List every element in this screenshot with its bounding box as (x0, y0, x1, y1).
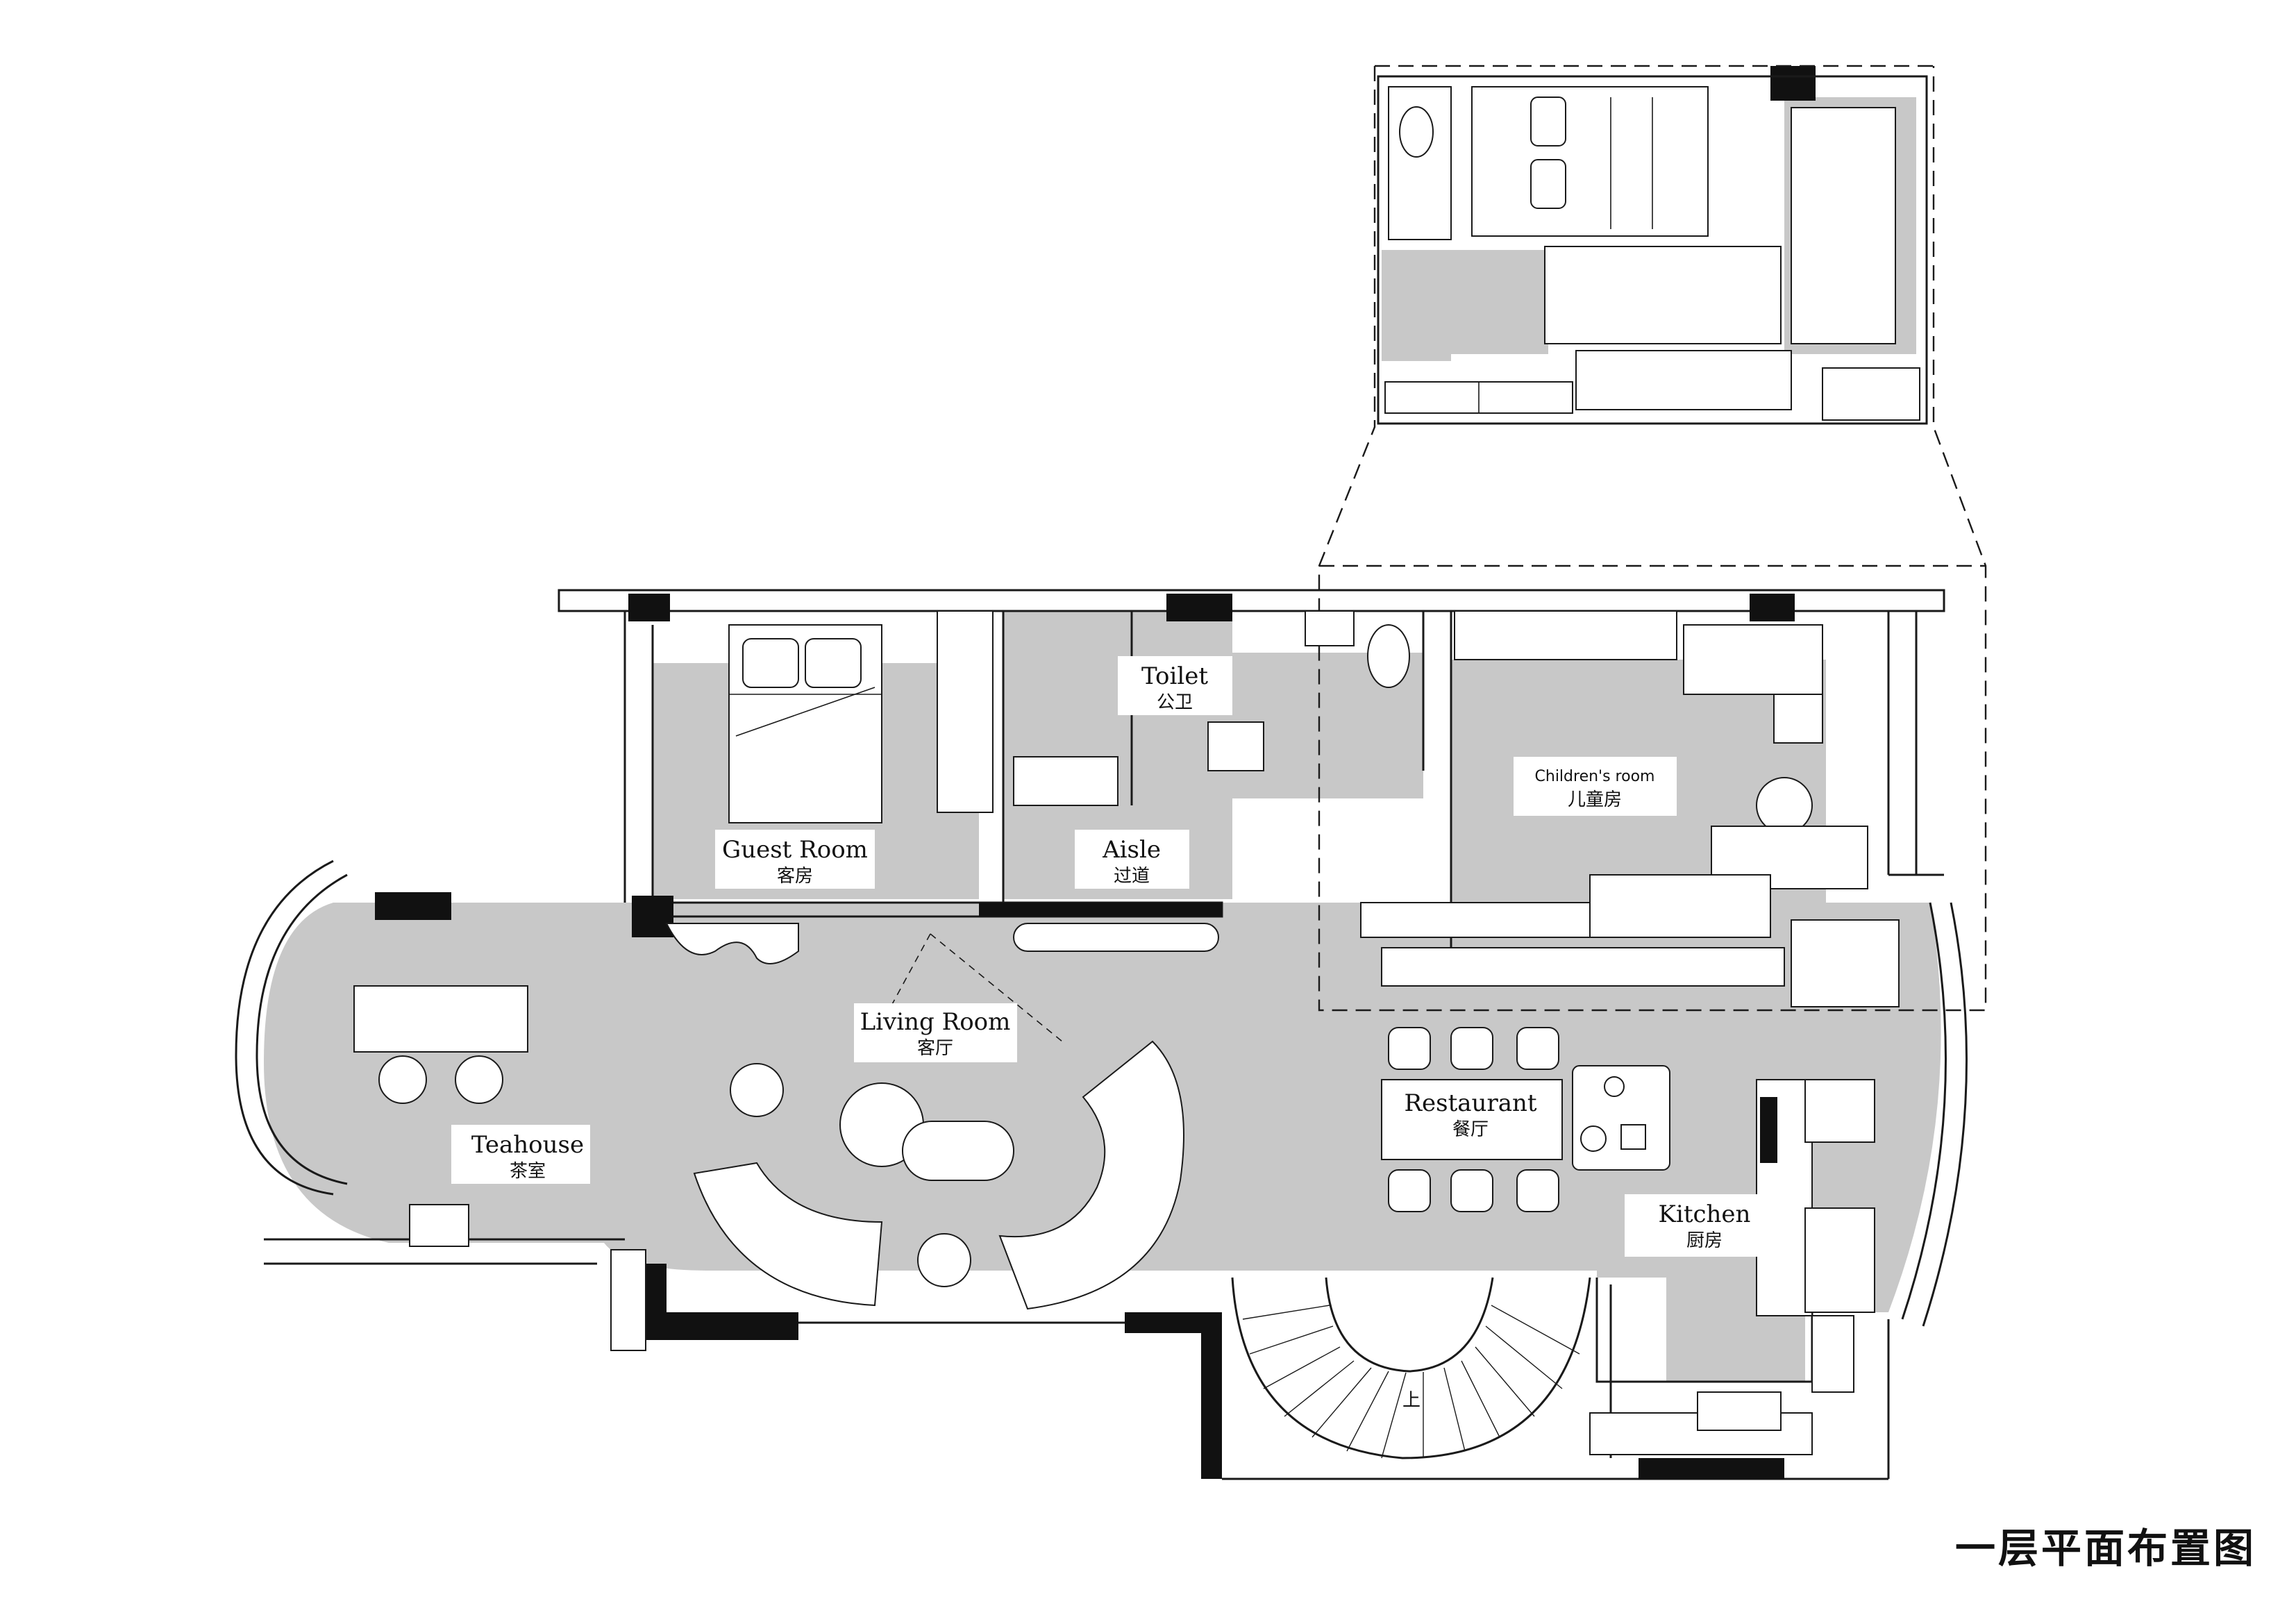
guest-room-label-cn: 客房 (777, 866, 813, 887)
toilet-label-cn: 公卫 (1157, 692, 1193, 713)
columns (375, 66, 1816, 937)
living-furniture (665, 923, 1219, 1310)
label-guest-room: Guest Room 客房 (715, 830, 875, 889)
stair-up-mark: 上 (1402, 1390, 1421, 1411)
dining-furniture (1381, 1027, 1670, 1212)
childrens-furniture (1360, 610, 1900, 1007)
upper-bedroom-block (1377, 75, 1928, 425)
guest-room-label-en: Guest Room (722, 836, 868, 864)
label-kitchen: Kitchen 厨房 (1625, 1194, 1784, 1257)
spiral-stair (1231, 1277, 1591, 1459)
label-toilet: Toilet 公卫 (1118, 656, 1232, 715)
upper-block-callout (1318, 65, 1987, 1012)
label-childrens-room: Children's room 儿童房 (1514, 757, 1677, 816)
label-living-room: Living Room 客厅 (854, 1003, 1017, 1062)
toilet-label-en: Toilet (1141, 662, 1208, 690)
restaurant-label-cn: 餐厅 (1452, 1119, 1489, 1140)
aisle-label-cn: 过道 (1114, 866, 1150, 887)
living-room-label-cn: 客厅 (917, 1038, 953, 1059)
kitchen-label-cn: 厨房 (1686, 1230, 1723, 1251)
label-aisle: Aisle 过道 (1075, 830, 1189, 889)
restaurant-label-en: Restaurant (1404, 1089, 1536, 1117)
aisle-label-en: Aisle (1102, 836, 1161, 864)
living-room-label-en: Living Room (860, 1008, 1011, 1036)
teahouse-label-cn: 茶室 (510, 1161, 546, 1182)
guest-wardrobe (937, 610, 994, 813)
teahouse-label-en: Teahouse (471, 1131, 584, 1159)
teahouse-furniture (353, 985, 646, 1351)
kitchen-label-en: Kitchen (1659, 1200, 1751, 1228)
childrens-room-label-cn: 儿童房 (1568, 789, 1622, 810)
plan-title: 一层平面布置图 (1955, 1525, 2256, 1572)
label-teahouse: Teahouse 茶室 (451, 1125, 590, 1184)
guest-bed (728, 624, 882, 823)
label-restaurant: Restaurant 餐厅 (1404, 1089, 1536, 1140)
childrens-room-label-en: Children's room (1535, 768, 1655, 785)
toilet-fixtures (1013, 610, 1410, 806)
walls (235, 589, 1968, 1480)
